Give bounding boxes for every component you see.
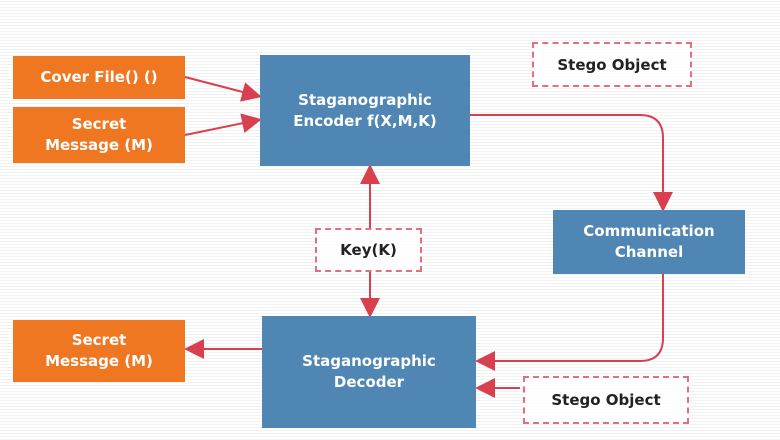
- output-secret-message-box: Secret Message (M): [13, 320, 185, 382]
- arrow-cover-to-encoder: [184, 76, 262, 102]
- stego-object-top: Stego Object: [532, 42, 692, 87]
- arrow-secret-to-encoder: [184, 113, 262, 136]
- arrow-encoder-to-channel: [470, 114, 673, 212]
- encoder-box: Staganographic Encoder f(X,M,K): [260, 55, 470, 166]
- stego-object-bottom: Stego Object: [523, 376, 689, 424]
- key-box: Key(K): [315, 228, 422, 272]
- arrow-channel-to-decoder: [475, 274, 664, 371]
- secret-message-box: Secret Message (M): [13, 107, 185, 163]
- decoder-box: Staganographic Decoder: [262, 316, 476, 428]
- cover-file-box: Cover File() (): [13, 56, 185, 99]
- communication-channel-box: Communication Channel: [553, 210, 745, 274]
